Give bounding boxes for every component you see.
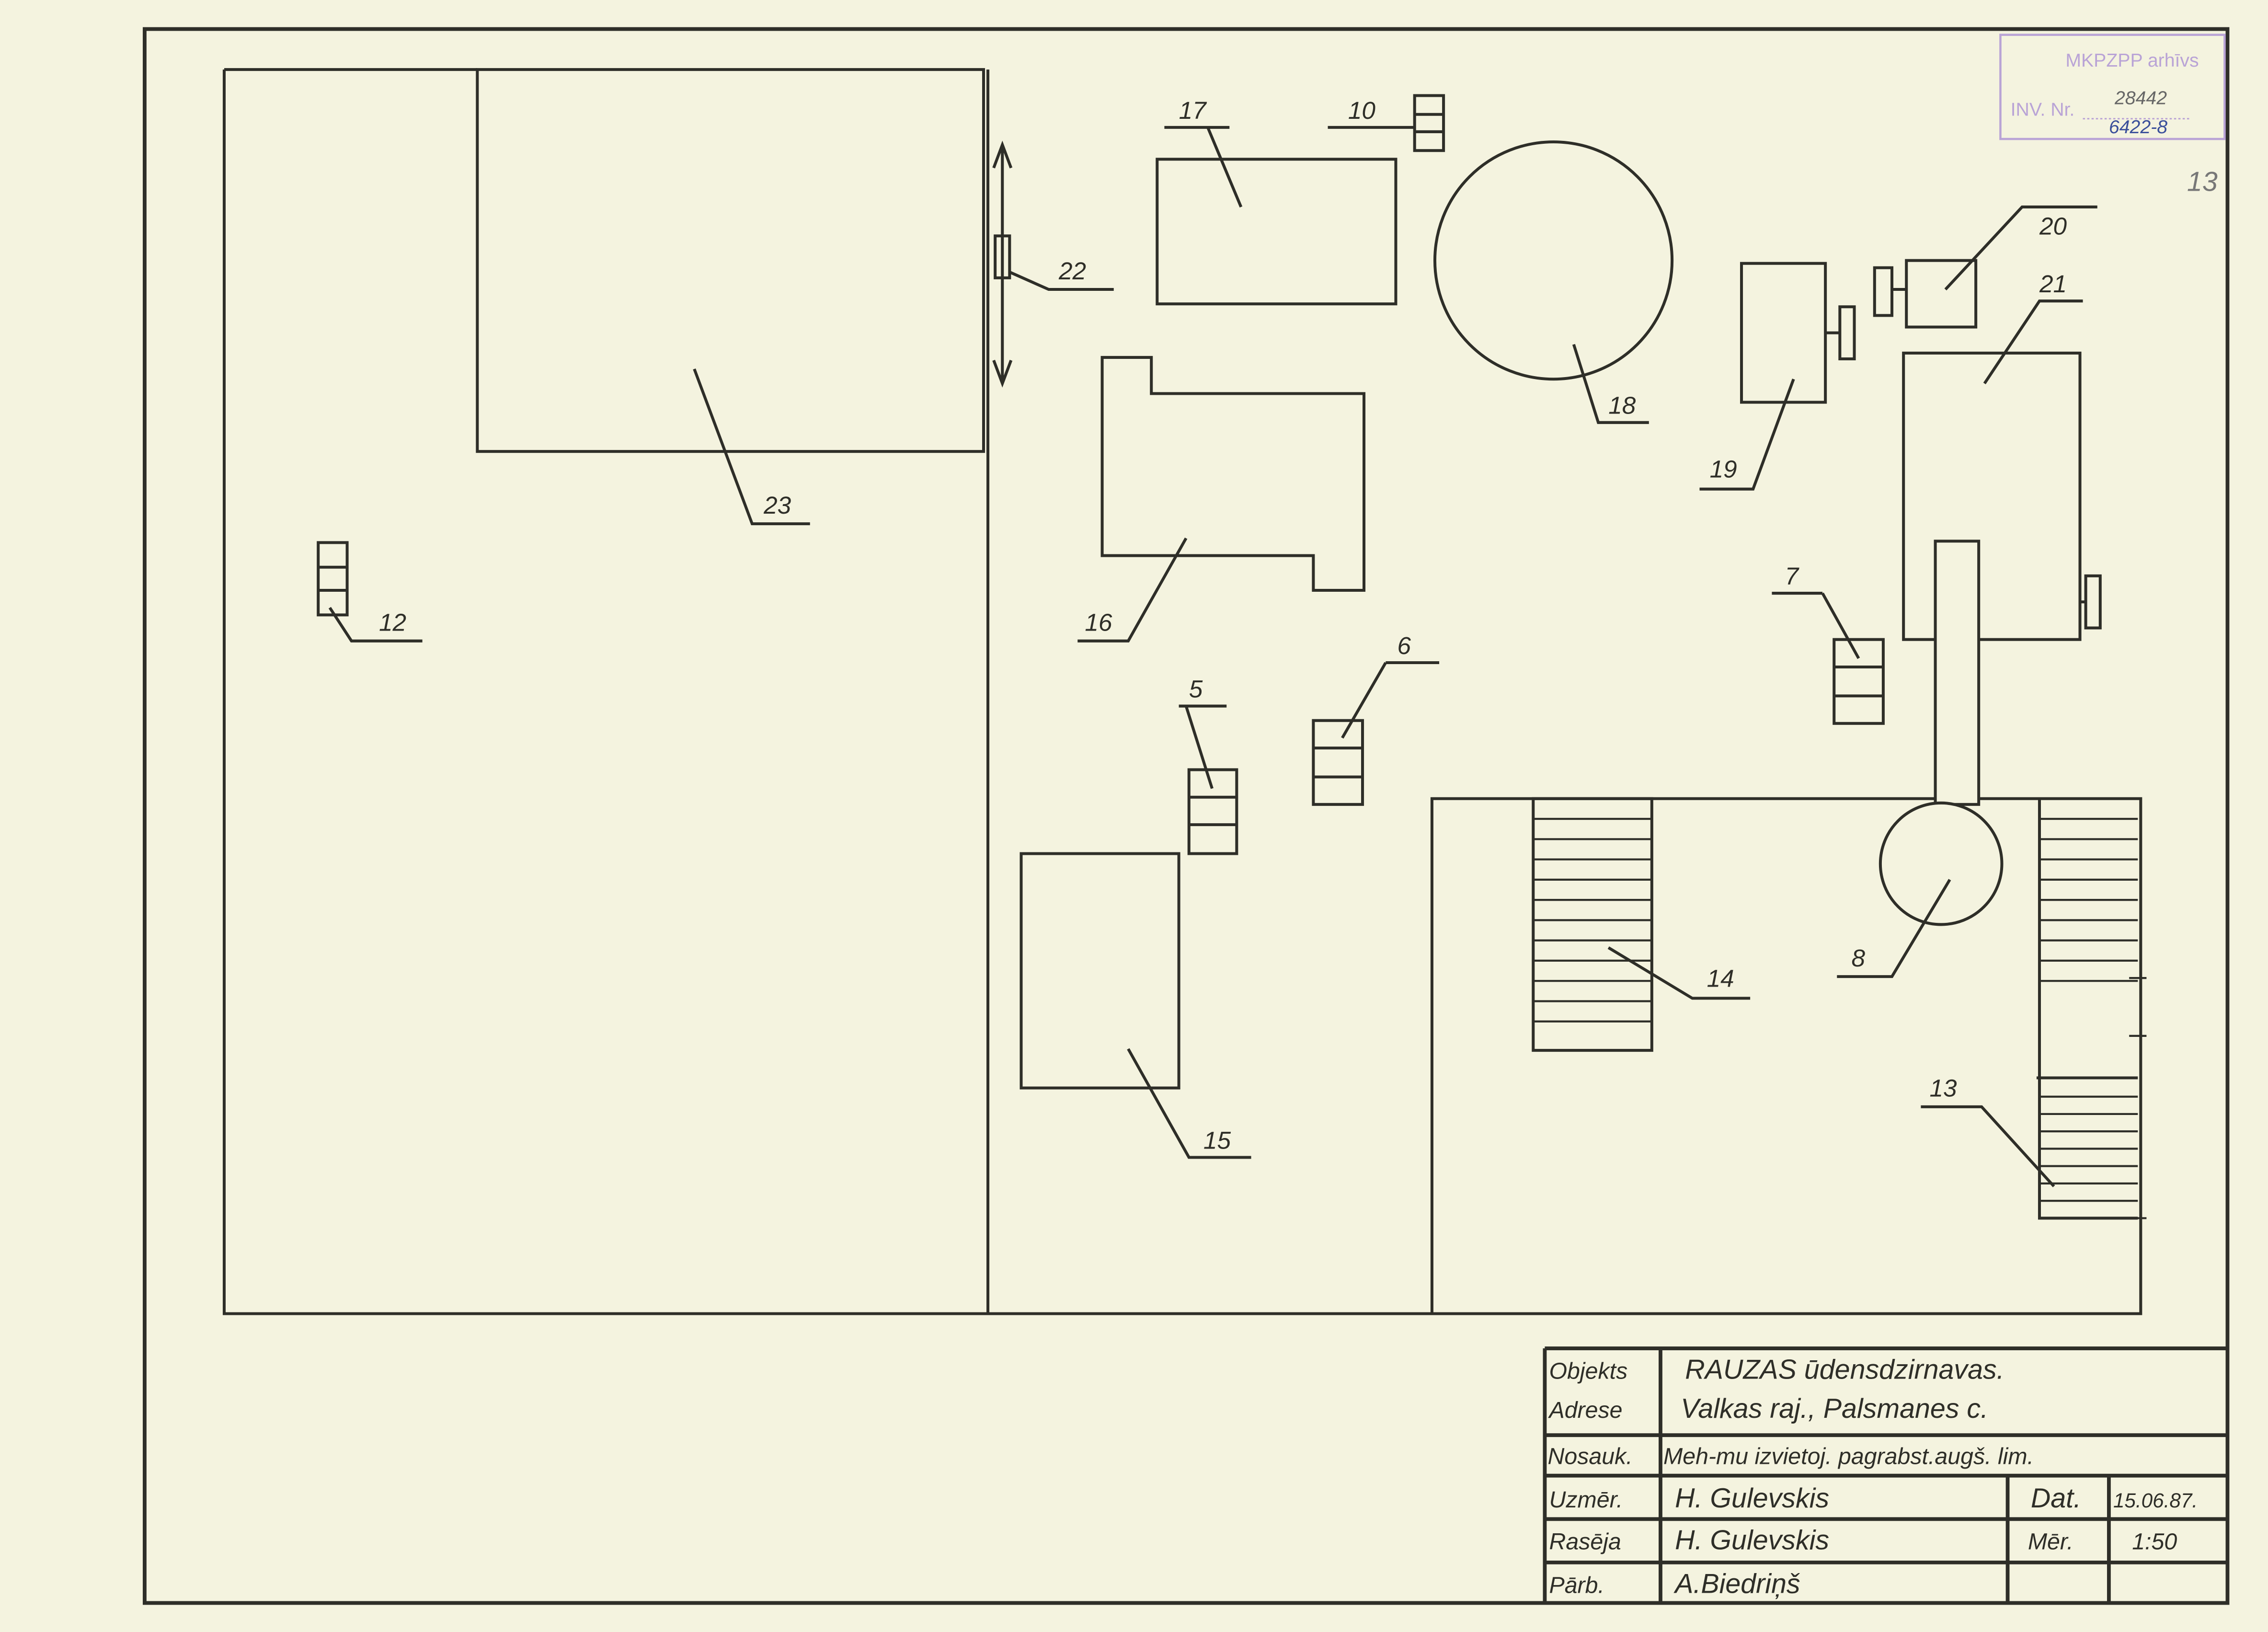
stairs-14 <box>1532 797 1653 1052</box>
leader-23 <box>693 368 810 526</box>
door-22-arrow-icon <box>992 140 1114 388</box>
label-10: 10 <box>1348 97 1376 124</box>
stamp-title: MKPZPP arhīvs <box>2065 50 2199 71</box>
adrese-label: Adrese <box>1547 1397 1622 1423</box>
nosauk-label: Nosauk. <box>1547 1444 1632 1470</box>
label-8: 8 <box>1851 944 1865 972</box>
stamp-inv-number: 28442 <box>2114 88 2167 109</box>
label-13: 13 <box>1930 1075 1958 1102</box>
stairs-13 <box>2036 798 2147 1220</box>
uzmer-value: H. Gulevskis <box>1675 1483 1829 1514</box>
label-20: 20 <box>2039 212 2067 240</box>
uzmer-label: Uzmēr. <box>1549 1487 1623 1513</box>
label-6: 6 <box>1397 632 1411 659</box>
unit-12 <box>317 541 423 643</box>
stamp-inv-sub: 6422-8 <box>2109 116 2167 138</box>
label-18: 18 <box>1608 392 1636 419</box>
label-21: 21 <box>2039 270 2067 298</box>
parb-value: A.Biedriņš <box>1673 1568 1800 1599</box>
machine-19 <box>1740 262 1856 404</box>
label-17: 17 <box>1179 97 1208 124</box>
archive-stamp: MKPZPP arhīvs INV. Nr. 28442 6422-8 <box>1999 34 2226 140</box>
label-23: 23 <box>763 492 791 519</box>
equipment-15 <box>1019 852 1180 1090</box>
unit-5 <box>1179 704 1238 855</box>
mer-value: 1:50 <box>2132 1529 2177 1555</box>
room-16 <box>1100 356 1366 592</box>
unit-6 <box>1312 661 1440 806</box>
nosauk-value: Meh-mu izvietoj. pagrabst.augš. lim. <box>1663 1444 2034 1470</box>
label-7: 7 <box>1785 563 1800 590</box>
unit-10 <box>1328 94 1445 152</box>
label-16: 16 <box>1085 609 1112 636</box>
label-15: 15 <box>1203 1126 1231 1154</box>
dat-label: Dat. <box>2031 1483 2081 1514</box>
raseja-label: Rasēja <box>1549 1529 1621 1555</box>
room-23 <box>476 68 985 453</box>
stamp-inv-label: INV. Nr. <box>2011 99 2075 120</box>
label-19: 19 <box>1710 456 1737 483</box>
label-22: 22 <box>1058 257 1086 285</box>
raseja-value: H. Gulevskis <box>1675 1525 1829 1556</box>
drawing-border <box>142 27 2230 1605</box>
mer-label: Mēr. <box>2028 1529 2073 1555</box>
plan-outline <box>222 68 2142 1315</box>
objekts-label: Objekts <box>1549 1358 1627 1384</box>
adrese-value: Valkas raj., Palsmanes c. <box>1681 1393 1988 1424</box>
label-5: 5 <box>1189 675 1203 702</box>
tank-18 <box>1433 140 1674 381</box>
label-12: 12 <box>379 609 406 636</box>
sheet-number: 13 <box>2187 167 2218 197</box>
shaft <box>1934 540 1981 806</box>
objekts-value: RAUZAS ūdensdzirnavas. <box>1685 1354 2004 1385</box>
wheel-8 <box>1879 801 2004 926</box>
title-block: Objekts RAUZAS ūdensdzirnavas. Adrese Va… <box>1543 1346 2228 1603</box>
parb-label: Pārb. <box>1549 1572 1604 1598</box>
machine-20 <box>1873 259 1978 329</box>
dat-value: 15.06.87. <box>2113 1489 2198 1512</box>
machine-21 <box>1902 351 2102 641</box>
label-14: 14 <box>1707 965 1734 992</box>
unit-7 <box>1772 592 1885 725</box>
equipment-17 <box>1156 158 1397 306</box>
